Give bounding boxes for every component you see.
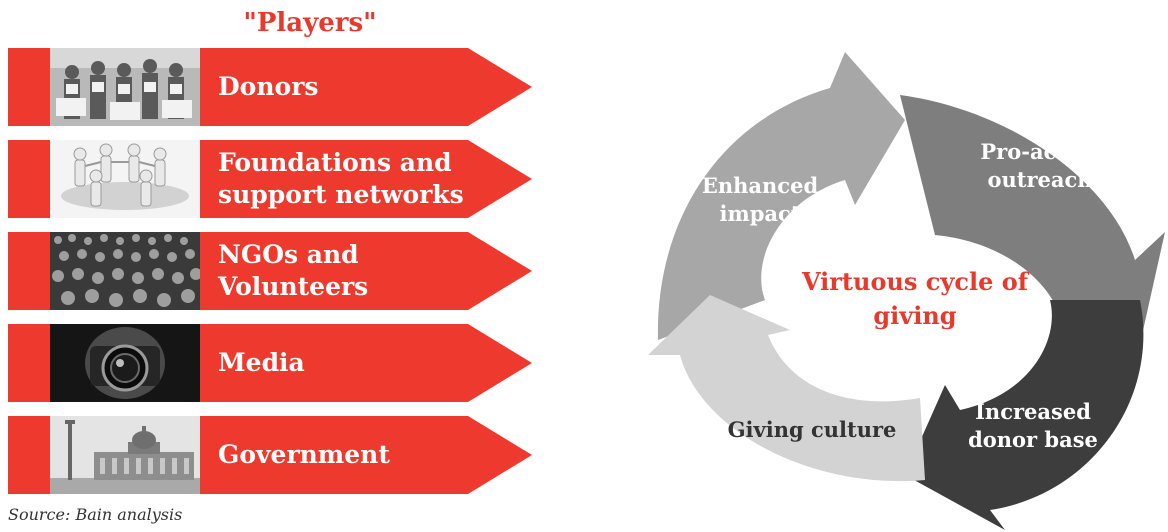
source-note: Source: Bain analysis bbox=[8, 505, 183, 524]
cycle-segment-giving-culture bbox=[648, 295, 925, 482]
player-ngos: NGOs and Volunteers bbox=[8, 232, 532, 310]
player-label: Donors bbox=[218, 72, 319, 101]
paper-people-circle-icon bbox=[50, 140, 200, 218]
cycle-segment-enhanced-impact bbox=[657, 52, 905, 340]
player-label: Media bbox=[218, 348, 305, 377]
crowd-photo-icon bbox=[50, 232, 200, 310]
camera-photographer-icon bbox=[50, 324, 200, 402]
cycle-center-title: Virtuous cycle of giving bbox=[801, 267, 1029, 330]
player-label: NGOs and Volunteers bbox=[218, 240, 369, 301]
player-label: Foundations and support networks bbox=[218, 148, 464, 209]
player-label: Government bbox=[218, 440, 390, 469]
player-media: Media bbox=[8, 324, 532, 402]
virtuous-cycle-diagram bbox=[648, 52, 1165, 530]
players-title: "Players" bbox=[243, 8, 377, 38]
volunteers-group-photo-icon bbox=[50, 48, 200, 126]
cycle-label-increased-donor-base: Increased donor base bbox=[968, 399, 1098, 452]
player-government: Government bbox=[8, 416, 532, 494]
cycle-label-giving-culture: Giving culture bbox=[727, 417, 897, 442]
cycle-segment-increased-donor-base bbox=[905, 300, 1144, 530]
player-foundations: Foundations and support networks bbox=[8, 140, 532, 218]
cycle-segment-pro-active-outreach bbox=[900, 95, 1165, 355]
cycle-label-pro-active-outreach: Pro-active outreach bbox=[980, 139, 1100, 192]
government-building-icon bbox=[50, 416, 200, 494]
player-donors: Donors bbox=[8, 48, 532, 126]
cycle-label-enhanced-impact: Enhanced impact bbox=[701, 173, 819, 226]
